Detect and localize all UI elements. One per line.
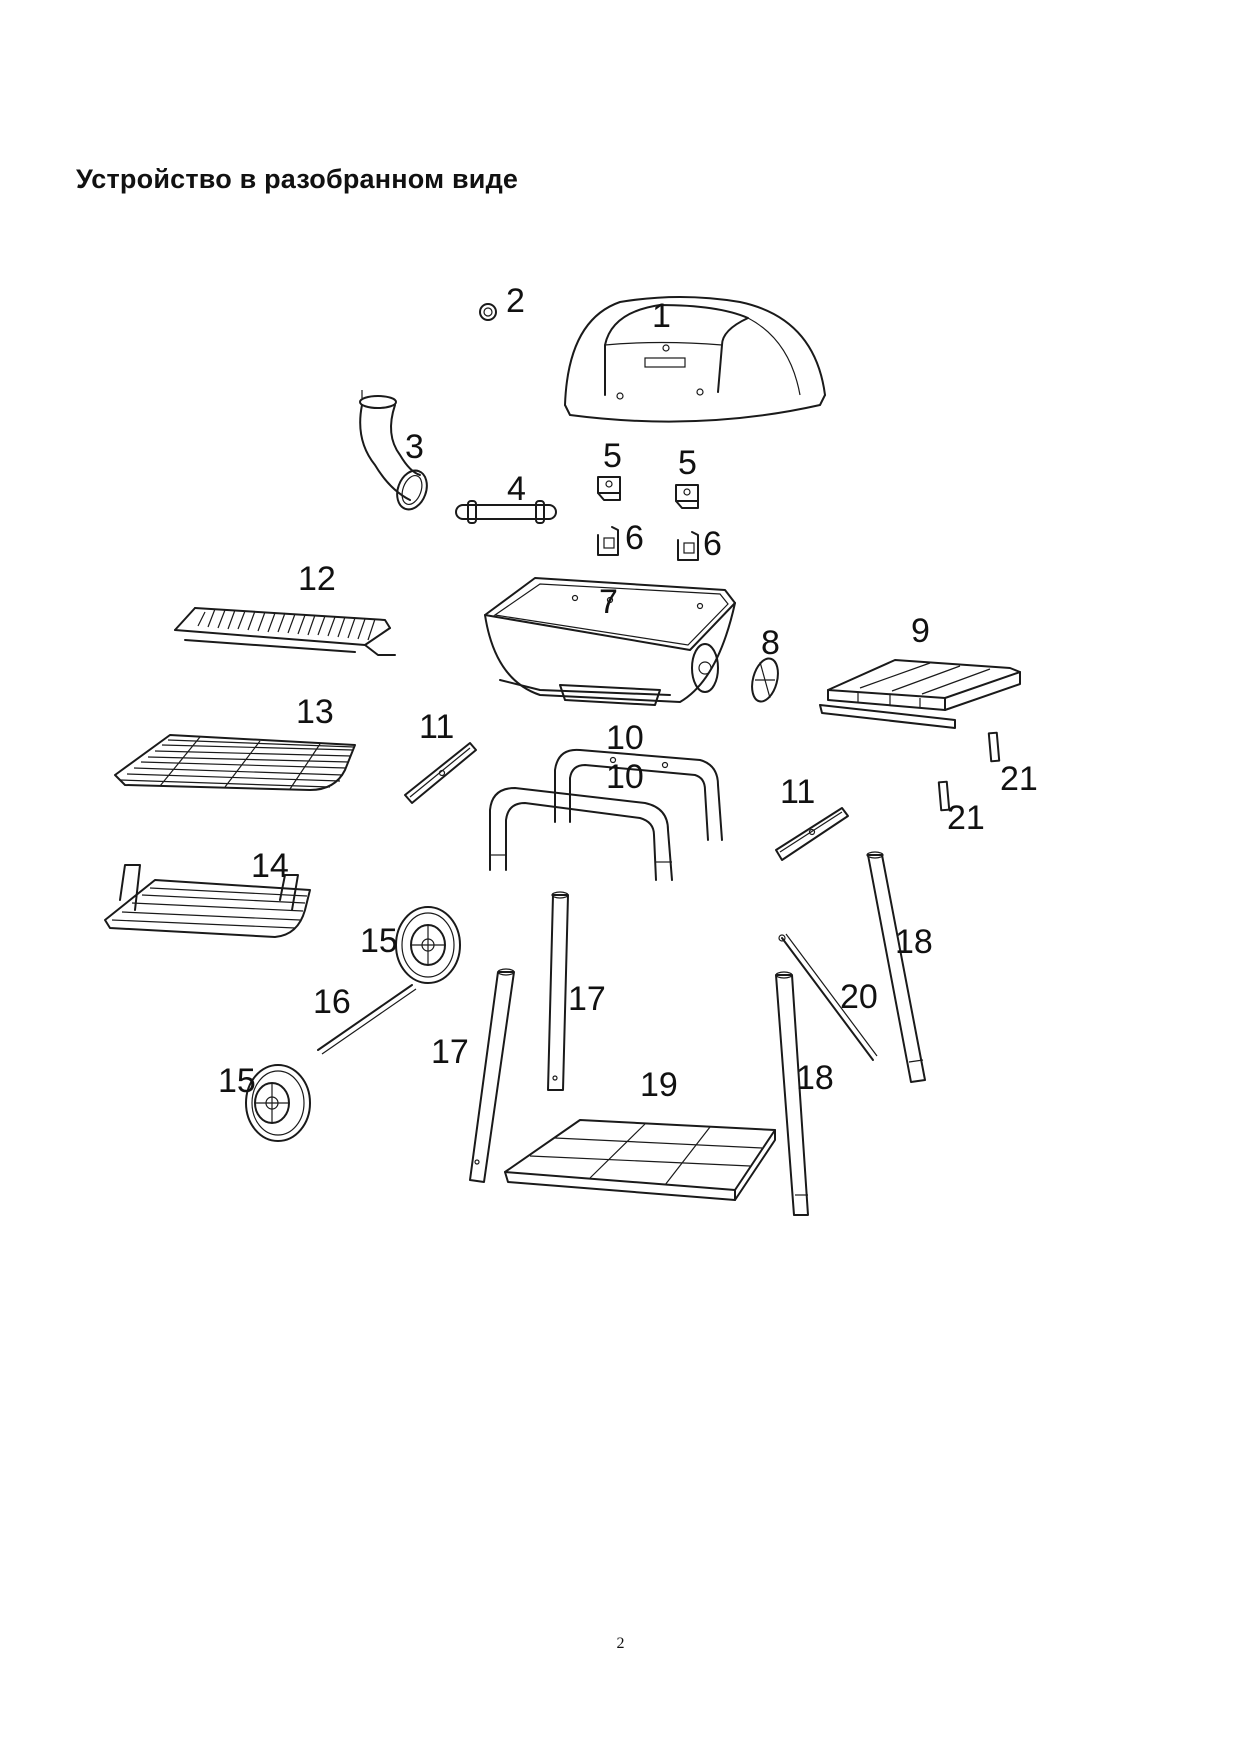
label-10a: 10: [606, 719, 644, 757]
part-7-bowl: [484, 577, 736, 706]
part-17-leg-right: [547, 891, 569, 1091]
part-13-cooking-grate: [114, 734, 356, 791]
part-18-leg-back: [866, 851, 926, 1083]
label-17a: 17: [431, 1033, 469, 1071]
part-21-plate-upper: [987, 731, 1001, 763]
page-number: 2: [616, 1635, 625, 1652]
part-6-bracket-right: [677, 531, 699, 561]
part-11-connector-right: [775, 807, 849, 861]
label-11a: 11: [419, 708, 454, 746]
label-21a: 21: [1000, 760, 1038, 798]
label-4: 4: [507, 470, 526, 508]
part-5-hinge-right: [675, 484, 699, 509]
label-12: 12: [298, 560, 336, 598]
part-12-warming-rack: [174, 607, 396, 656]
label-11b: 11: [780, 773, 815, 811]
part-5-hinge-left: [597, 476, 621, 501]
label-15a: 15: [360, 922, 398, 960]
part-17-leg-left: [469, 968, 515, 1183]
label-7: 7: [599, 583, 618, 621]
label-8: 8: [761, 624, 780, 662]
part-10-frame-front: [489, 787, 673, 881]
label-6a: 6: [625, 519, 644, 557]
part-15-wheel-lower: [245, 1064, 311, 1142]
page-title: Устройство в разобранном виде: [76, 164, 519, 194]
label-10b: 10: [606, 758, 644, 796]
part-11-connector-left: [404, 742, 477, 804]
part-1-lid: [564, 296, 826, 423]
label-21b: 21: [947, 799, 985, 837]
label-5a: 5: [603, 437, 622, 475]
label-18a: 18: [796, 1059, 834, 1097]
part-9-side-shelf: [819, 659, 1021, 729]
part-10-frame-back: [554, 748, 723, 841]
part-14-charcoal-tray: [104, 864, 311, 938]
label-14: 14: [251, 847, 289, 885]
label-20: 20: [840, 978, 878, 1016]
part-19-bottom-shelf: [504, 1119, 776, 1201]
part-15-wheel-upper: [395, 906, 461, 984]
part-4-handle: [455, 500, 557, 524]
part-20-brace-rod: [778, 933, 878, 1061]
label-15b: 15: [218, 1062, 256, 1100]
label-9: 9: [911, 612, 930, 650]
label-17b: 17: [568, 980, 606, 1018]
part-6-bracket-left: [597, 526, 619, 556]
label-13: 13: [296, 693, 334, 731]
label-19: 19: [640, 1066, 678, 1104]
label-16: 16: [313, 983, 351, 1021]
part-21-plate-lower: [937, 780, 951, 812]
part-16-axle: [317, 984, 417, 1055]
part-3-thermometer: [359, 390, 428, 511]
label-2: 2: [506, 282, 525, 320]
label-1: 1: [652, 297, 671, 335]
label-5b: 5: [678, 444, 697, 482]
part-2-ring: [479, 303, 497, 321]
part-8-vent: [751, 657, 779, 703]
part-18-leg-front: [775, 971, 809, 1216]
label-18b: 18: [895, 923, 933, 961]
label-3: 3: [405, 428, 424, 466]
label-6b: 6: [703, 525, 722, 563]
